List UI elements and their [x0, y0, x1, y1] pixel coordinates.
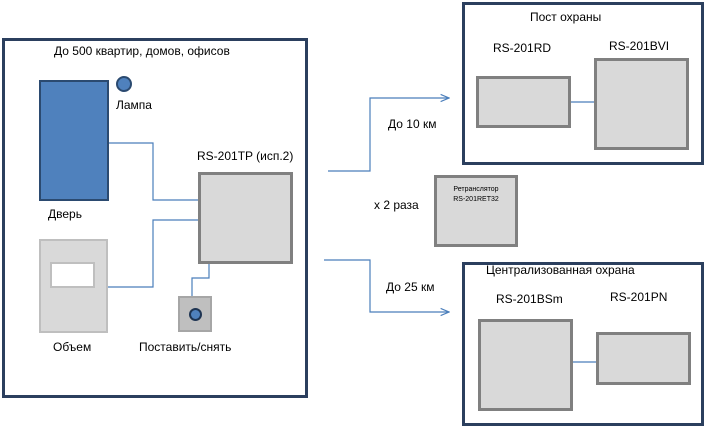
central-title: Централизованная охрана — [486, 263, 635, 277]
pn-device — [596, 332, 691, 385]
lamp-icon — [116, 76, 132, 92]
transmitter-device — [198, 172, 293, 264]
arm-button — [178, 296, 212, 332]
rd-device — [476, 76, 571, 128]
repeater-count: x 2 раза — [374, 198, 419, 212]
transmitter-label: RS-201TP (исп.2) — [197, 149, 294, 163]
guard-distance: До 10 км — [388, 117, 437, 131]
door-sensor — [39, 80, 109, 201]
bsm-label: RS-201BSm — [496, 292, 563, 306]
bvi-label: RS-201BVI — [609, 39, 670, 53]
door-label: Дверь — [48, 207, 82, 221]
bsm-device — [478, 319, 573, 411]
arm-label: Поставить/снять — [139, 340, 232, 354]
central-link — [324, 259, 449, 312]
repeater-model: RS-201RET32 — [453, 196, 499, 203]
lamp-label: Лампа — [116, 98, 152, 112]
central-distance: До 25 км — [386, 280, 435, 294]
guard-link — [328, 98, 449, 172]
volume-wire — [107, 219, 199, 288]
door-wire — [108, 142, 199, 201]
rd-label: RS-201RD — [493, 41, 552, 55]
bvi-device — [594, 58, 689, 150]
repeater-device: Ретранслятор RS-201RET32 — [434, 175, 518, 247]
volume-label: Объем — [53, 340, 92, 354]
pn-label: RS-201PN — [610, 290, 668, 304]
sensor-window — [50, 262, 95, 288]
site-title: До 500 квартир, домов, офисов — [54, 44, 230, 58]
repeater-name: Ретранслятор — [453, 186, 499, 193]
button-icon — [189, 308, 202, 321]
volume-sensor — [39, 239, 108, 333]
guard-post-title: Пост охраны — [530, 10, 602, 24]
button-wire — [191, 263, 210, 296]
